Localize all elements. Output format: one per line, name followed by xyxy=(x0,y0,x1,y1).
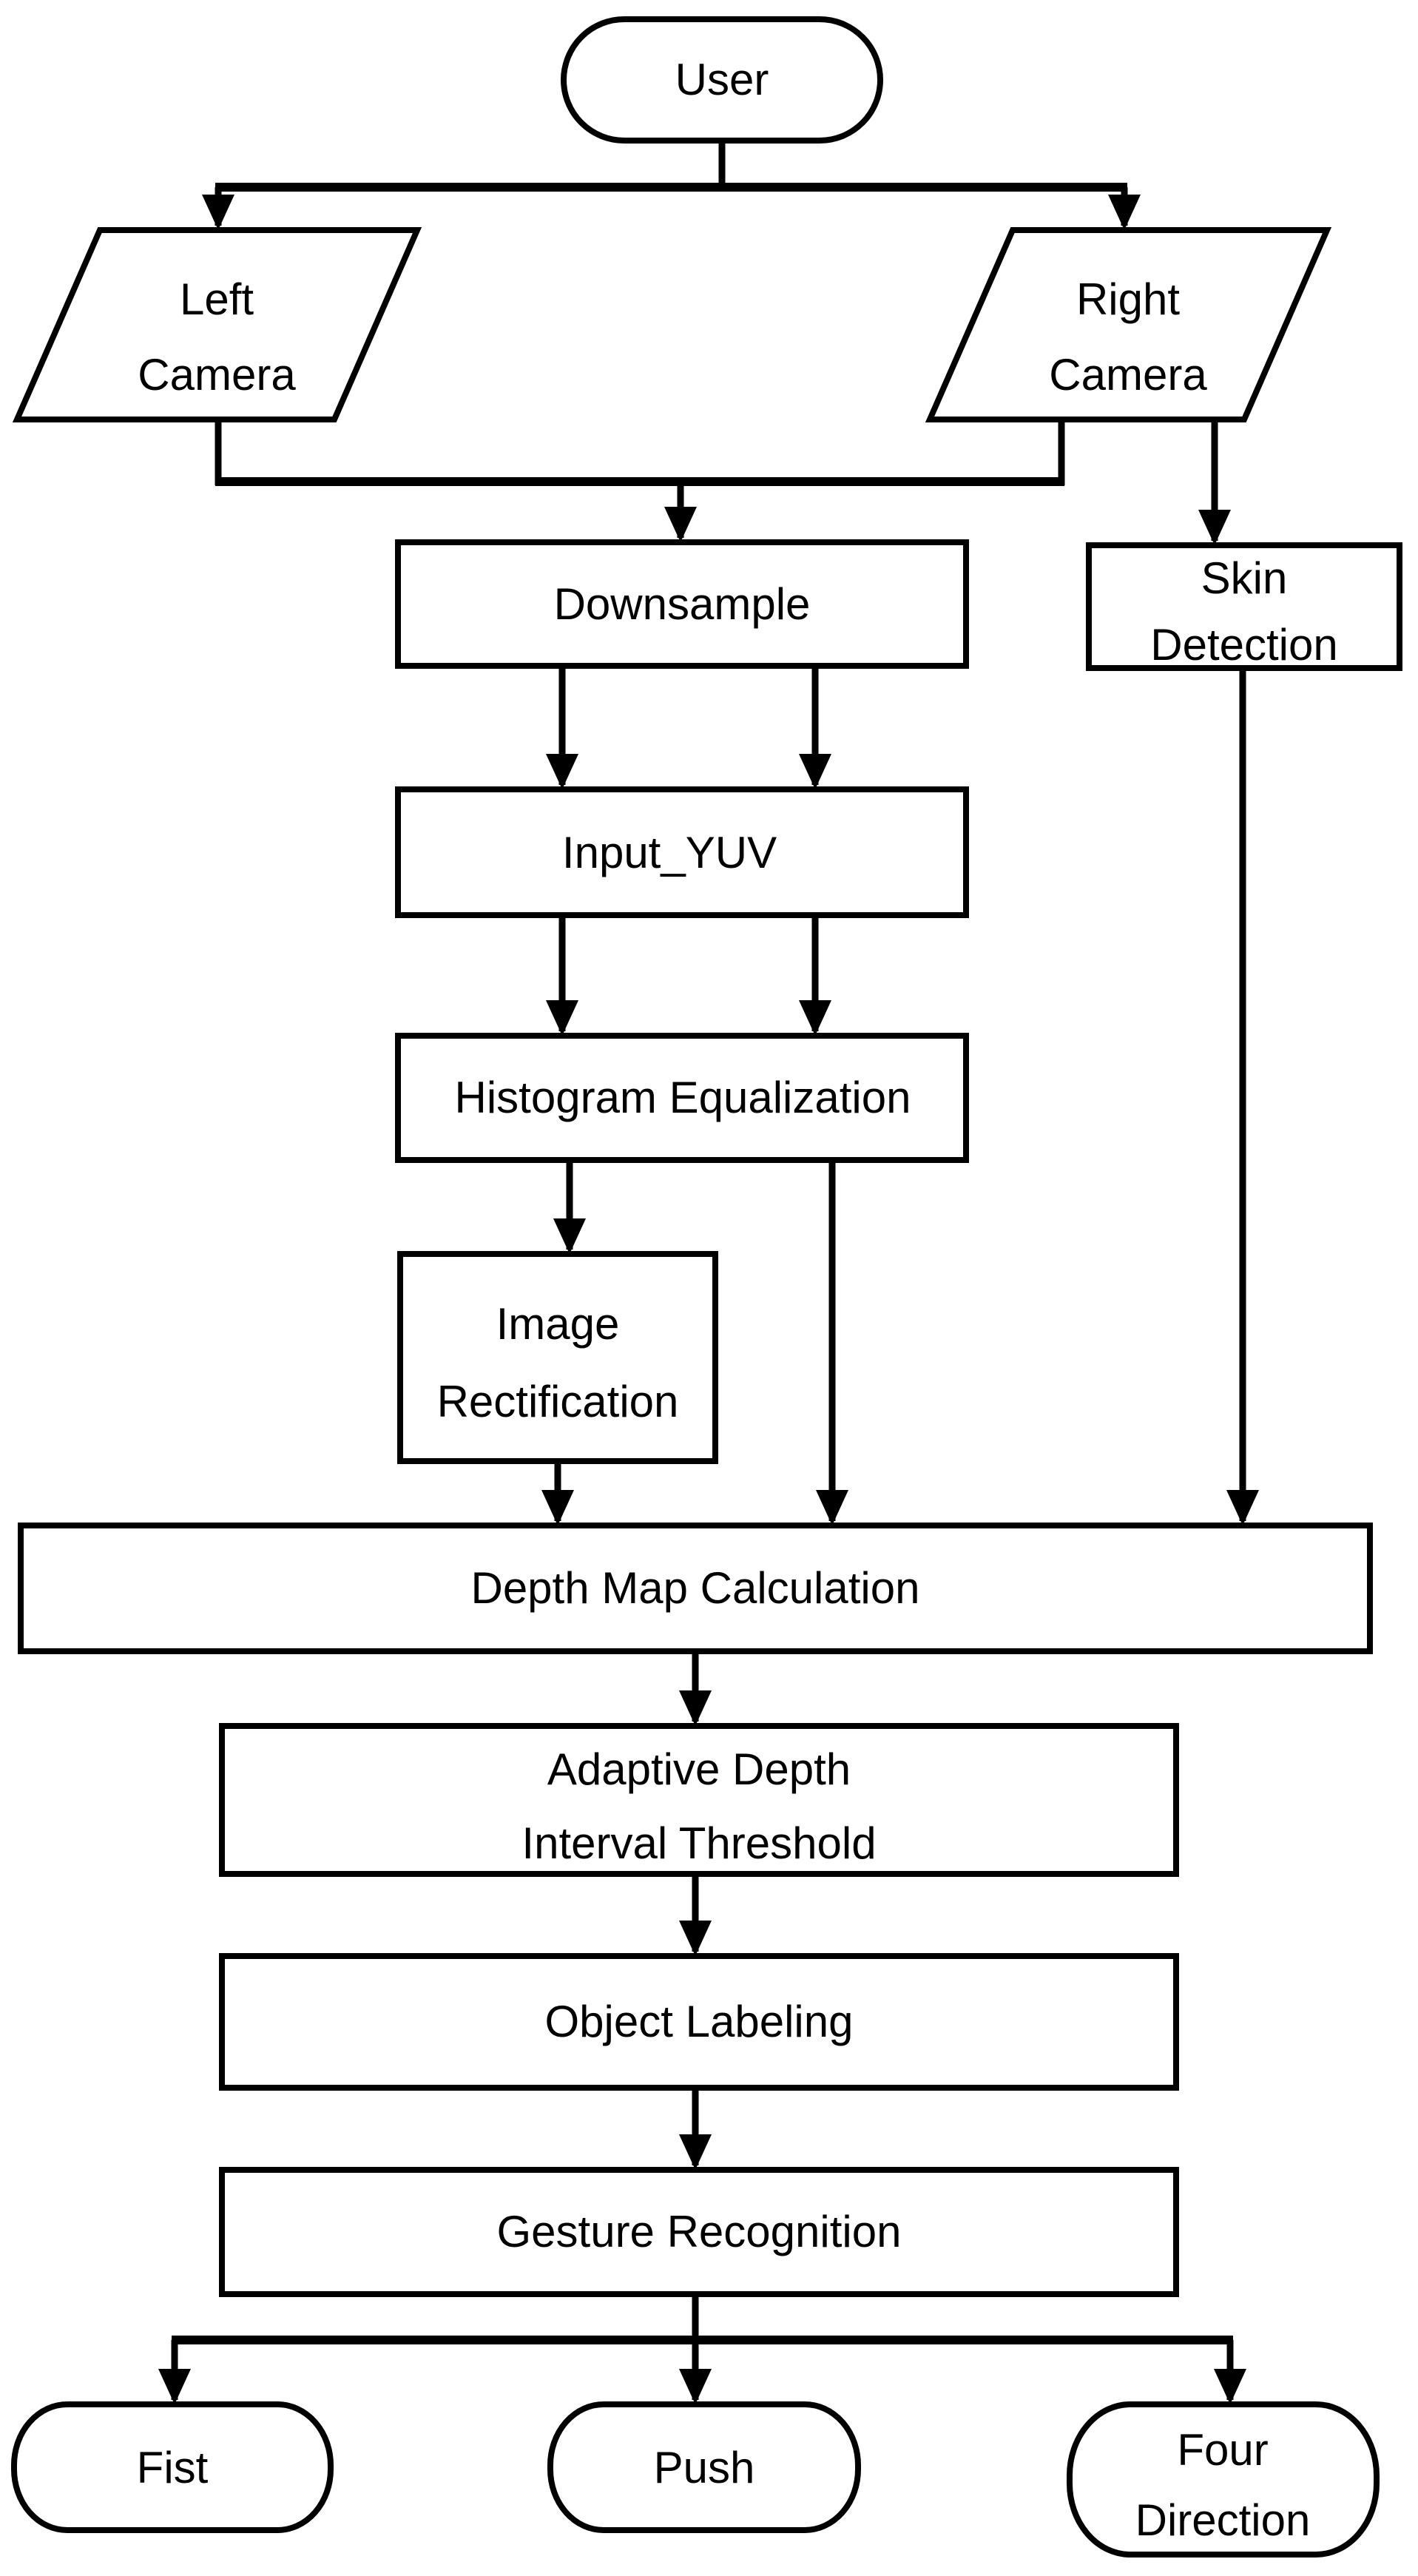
downsample-shape xyxy=(395,539,969,669)
image-rectification-label-line2: Rectification xyxy=(437,1377,679,1426)
object-labeling-shape xyxy=(219,1953,1179,2091)
left-camera-parallelogram-shape xyxy=(12,227,422,422)
image-rectification-shape xyxy=(397,1251,718,1464)
node-object-labeling: Object Labeling xyxy=(219,1953,1179,2091)
right-camera-parallelogram-shape xyxy=(925,227,1332,422)
node-fist: Fist xyxy=(11,2401,334,2533)
input-yuv-label: Input_YUV xyxy=(562,828,777,877)
node-gesture-recognition: Gesture Recognition xyxy=(219,2167,1179,2297)
depth-map-calculation-label: Depth Map Calculation xyxy=(470,1563,919,1613)
gesture-recognition-shape xyxy=(219,2167,1179,2297)
four-direction-terminator-shape xyxy=(1067,2401,1380,2558)
histogram-equalization-shape xyxy=(395,1033,969,1163)
user-label: User xyxy=(675,55,769,104)
object-labeling-label: Object Labeling xyxy=(545,1997,854,2046)
skin-detection-label-line2: Detection xyxy=(1150,620,1337,670)
skin-detection-shape xyxy=(1086,542,1402,671)
node-input-yuv: Input_YUV xyxy=(395,786,969,918)
adaptive-depth-label-line1: Adaptive Depth xyxy=(547,1744,851,1794)
image-rectification-label-line1: Image xyxy=(496,1299,620,1349)
connectors xyxy=(158,141,1259,2404)
node-skin-detection: Skin Detection xyxy=(1086,542,1402,671)
node-histogram-equalization: Histogram Equalization xyxy=(395,1033,969,1163)
left-camera-label-line2: Camera xyxy=(138,350,296,399)
node-image-rectification: Image Rectification xyxy=(397,1251,718,1464)
depth-map-calculation-shape xyxy=(18,1523,1373,1654)
fist-label: Fist xyxy=(137,2443,209,2492)
four-direction-label-line2: Direction xyxy=(1135,2495,1311,2545)
input-yuv-shape xyxy=(395,786,969,918)
histogram-equalization-label: Histogram Equalization xyxy=(455,1073,911,1122)
left-camera-label-line1: Left xyxy=(180,274,254,324)
right-camera-label-line1: Right xyxy=(1076,274,1180,324)
node-user: User xyxy=(561,16,883,144)
node-depth-map-calculation: Depth Map Calculation xyxy=(18,1523,1373,1654)
gesture-recognition-label: Gesture Recognition xyxy=(497,2207,902,2256)
fist-terminator-shape xyxy=(11,2401,334,2533)
downsample-label: Downsample xyxy=(554,579,811,629)
push-label: Push xyxy=(654,2443,755,2492)
node-push: Push xyxy=(547,2401,861,2533)
node-four-direction: Four Direction xyxy=(1067,2401,1380,2558)
four-direction-label-line1: Four xyxy=(1177,2425,1268,2475)
push-terminator-shape xyxy=(547,2401,861,2533)
node-left-camera: Left Camera xyxy=(12,227,422,422)
right-camera-label-line2: Camera xyxy=(1049,350,1207,399)
adaptive-depth-interval-threshold-shape xyxy=(219,1723,1179,1877)
node-right-camera: Right Camera xyxy=(925,227,1332,422)
skin-detection-label-line1: Skin xyxy=(1201,553,1288,603)
adaptive-depth-label-line2: Interval Threshold xyxy=(521,1818,876,1868)
node-adaptive-depth-interval-threshold: Adaptive Depth Interval Threshold xyxy=(219,1723,1179,1877)
user-terminator-shape xyxy=(561,16,883,144)
node-downsample: Downsample xyxy=(395,539,969,669)
